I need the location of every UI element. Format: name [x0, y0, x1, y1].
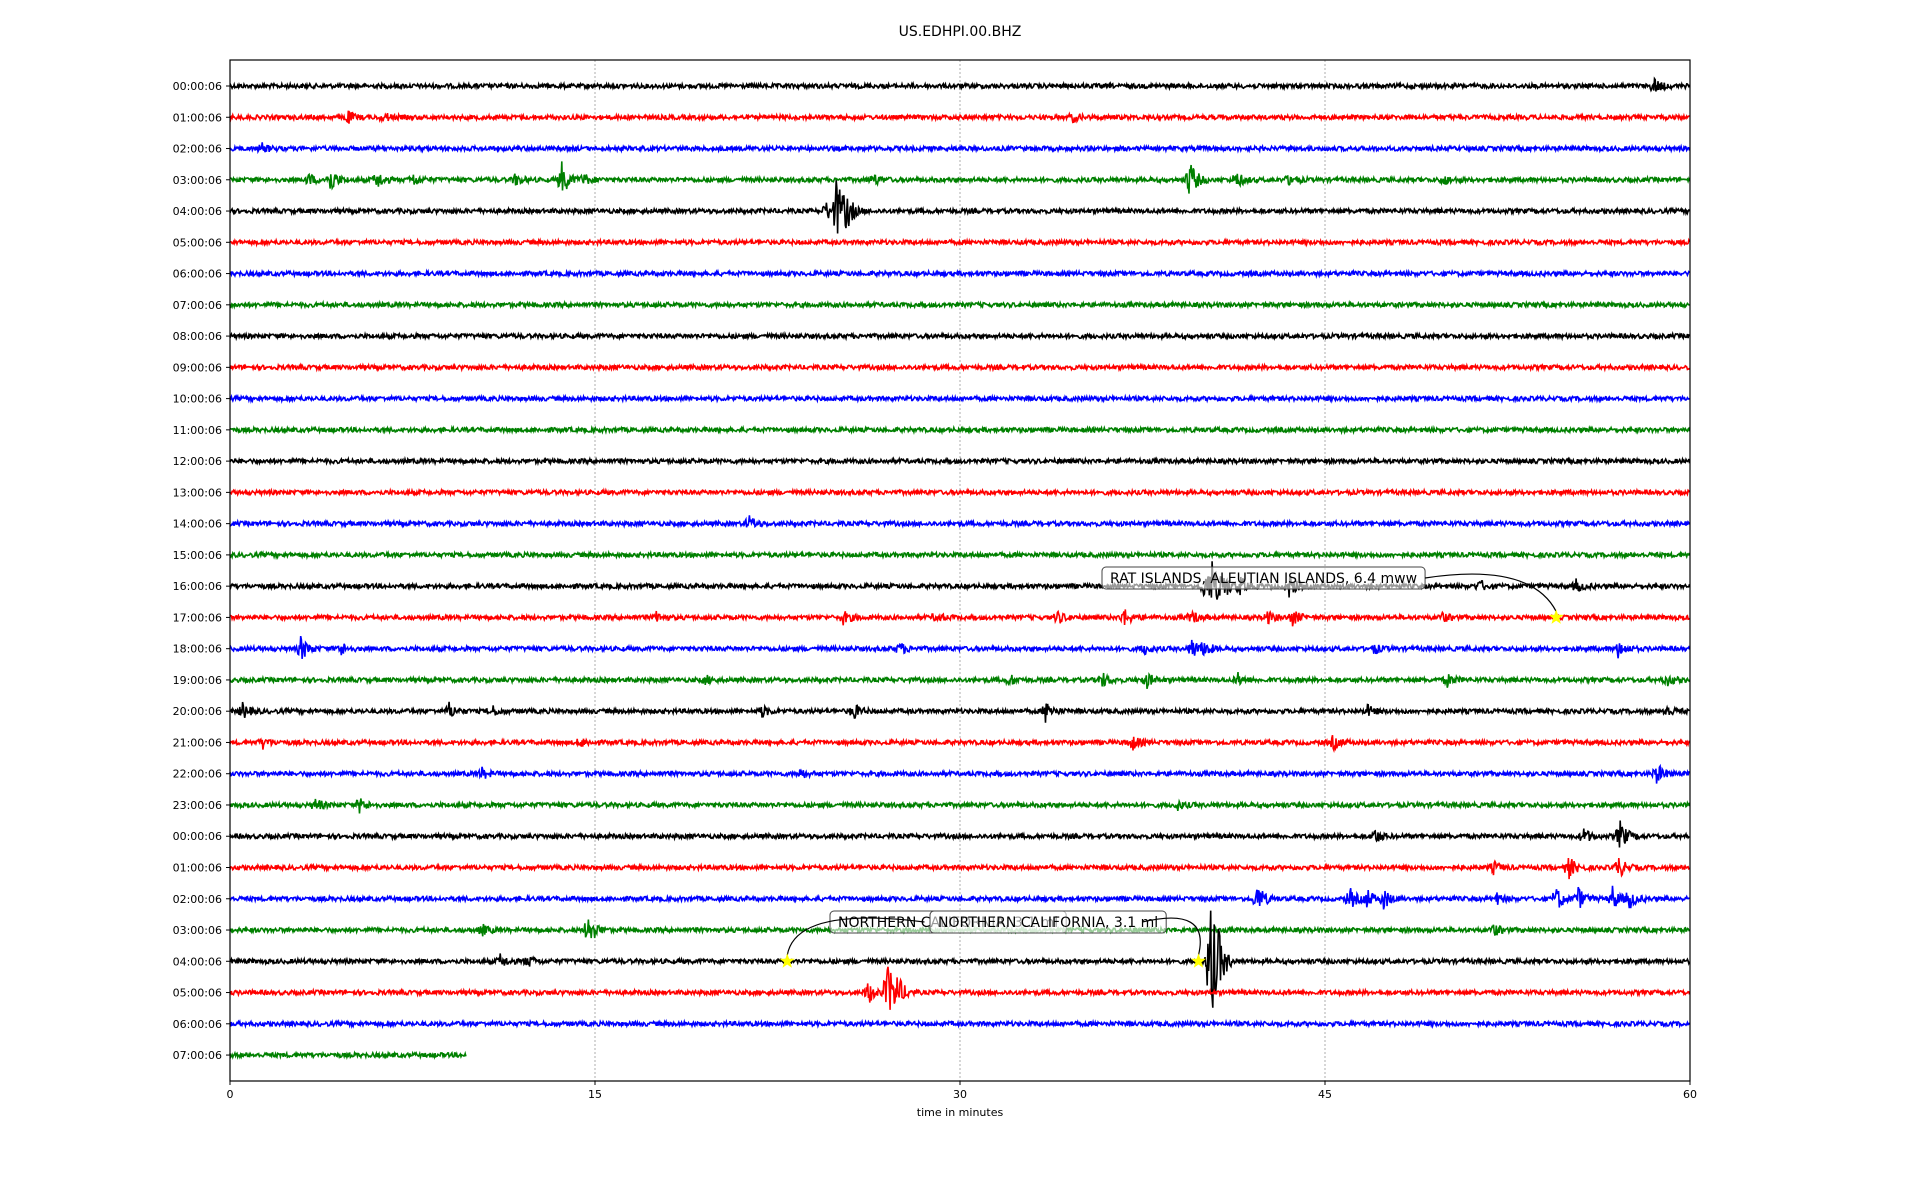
- y-tick-label: 16:00:06: [173, 580, 222, 593]
- y-tick-label: 19:00:06: [173, 674, 222, 687]
- event-annotation-label: NORTHERN CALIFORNIA, 3.1 ml: [938, 915, 1158, 931]
- trace-row: [229, 1050, 467, 1061]
- trace-row: [229, 549, 1691, 561]
- y-tick-label: 11:00:06: [173, 424, 222, 437]
- trace-row: [229, 268, 1691, 279]
- trace-row: [229, 910, 1691, 1008]
- y-tick-label: 15:00:06: [173, 549, 222, 562]
- y-tick-label: 21:00:06: [173, 736, 222, 749]
- trace-row: [229, 672, 1691, 689]
- trace-row: [229, 487, 1691, 498]
- y-tick-label: 07:00:06: [173, 1049, 222, 1062]
- x-tick-label: 0: [227, 1088, 234, 1101]
- y-tick-label: 06:00:06: [173, 268, 222, 281]
- annotation-arrow: [1424, 573, 1557, 612]
- y-tick-label: 00:00:06: [173, 80, 222, 93]
- trace-row: [229, 635, 1691, 659]
- y-tick-label: 09:00:06: [173, 361, 222, 374]
- y-tick-label: 14:00:06: [173, 518, 222, 531]
- y-tick-label: 10:00:06: [173, 393, 222, 406]
- trace-row: [229, 455, 1691, 467]
- trace-row: [229, 180, 1691, 234]
- trace-row: [229, 330, 1690, 342]
- trace-row: [229, 763, 1690, 784]
- y-tick-label: 08:00:06: [173, 330, 222, 343]
- event-annotation-box: [929, 910, 1167, 934]
- y-tick-label: 17:00:06: [173, 611, 222, 624]
- y-tick-label: 12:00:06: [173, 455, 222, 468]
- trace-row: [229, 1018, 1691, 1030]
- x-tick-label: 60: [1683, 1088, 1697, 1101]
- y-tick-label: 00:00:06: [173, 830, 222, 843]
- trace-row: [229, 820, 1690, 848]
- trace-row: [229, 885, 1690, 910]
- y-tick-label: 02:00:06: [173, 893, 222, 906]
- x-tick-label: 15: [588, 1088, 602, 1101]
- trace-row: [229, 362, 1691, 373]
- trace-row: [229, 515, 1691, 529]
- y-tick-label: 04:00:06: [173, 205, 222, 218]
- y-tick-label: 01:00:06: [173, 111, 222, 124]
- trace-row: [229, 142, 1691, 155]
- y-tick-label: 06:00:06: [173, 1018, 222, 1031]
- y-tick-label: 03:00:06: [173, 924, 222, 937]
- y-tick-label: 01:00:06: [173, 862, 222, 875]
- trace-row: [229, 110, 1690, 124]
- trace-row: [229, 161, 1691, 194]
- y-tick-label: 05:00:06: [173, 236, 222, 249]
- event-star-marker: [779, 953, 795, 968]
- y-tick-label: 20:00:06: [173, 705, 222, 718]
- y-tick-label: 18:00:06: [173, 643, 222, 656]
- plot-frame: [229, 59, 1691, 1082]
- trace-row: [229, 561, 1691, 600]
- y-tick-label: 03:00:06: [173, 174, 222, 187]
- trace-row: [229, 393, 1691, 404]
- trace-row: [229, 966, 1691, 1010]
- x-axis-label: time in minutes: [917, 1106, 1004, 1119]
- y-tick-label: 04:00:06: [173, 955, 222, 968]
- event-star-marker: [1548, 609, 1564, 624]
- y-tick-label: 22:00:06: [173, 768, 222, 781]
- trace-row: [229, 76, 1691, 93]
- trace-row: [229, 609, 1691, 627]
- event-annotation-label: RAT ISLANDS, ALEUTIAN ISLANDS, 6.4 mww: [1110, 571, 1417, 587]
- y-tick-label: 07:00:06: [173, 299, 222, 312]
- trace-row: [229, 735, 1691, 753]
- x-tick-label: 45: [1318, 1088, 1332, 1101]
- annotation-arrow: [786, 917, 925, 956]
- y-tick-label: 05:00:06: [173, 987, 222, 1000]
- y-tick-label: 02:00:06: [173, 143, 222, 156]
- event-star-marker: [1190, 953, 1207, 968]
- x-tick-label: 30: [953, 1088, 967, 1101]
- trace-row: [229, 798, 1691, 814]
- annotation-arrow: [1142, 917, 1201, 956]
- trace-row: [230, 237, 1691, 248]
- trace-row: [229, 299, 1690, 310]
- trace-row: [229, 701, 1690, 723]
- chart-title: US.EDHPI.00.BHZ: [899, 24, 1022, 40]
- y-tick-label: 23:00:06: [173, 799, 222, 812]
- y-tick-label: 13:00:06: [173, 486, 222, 499]
- trace-row: [229, 857, 1690, 880]
- trace-row: [229, 424, 1691, 436]
